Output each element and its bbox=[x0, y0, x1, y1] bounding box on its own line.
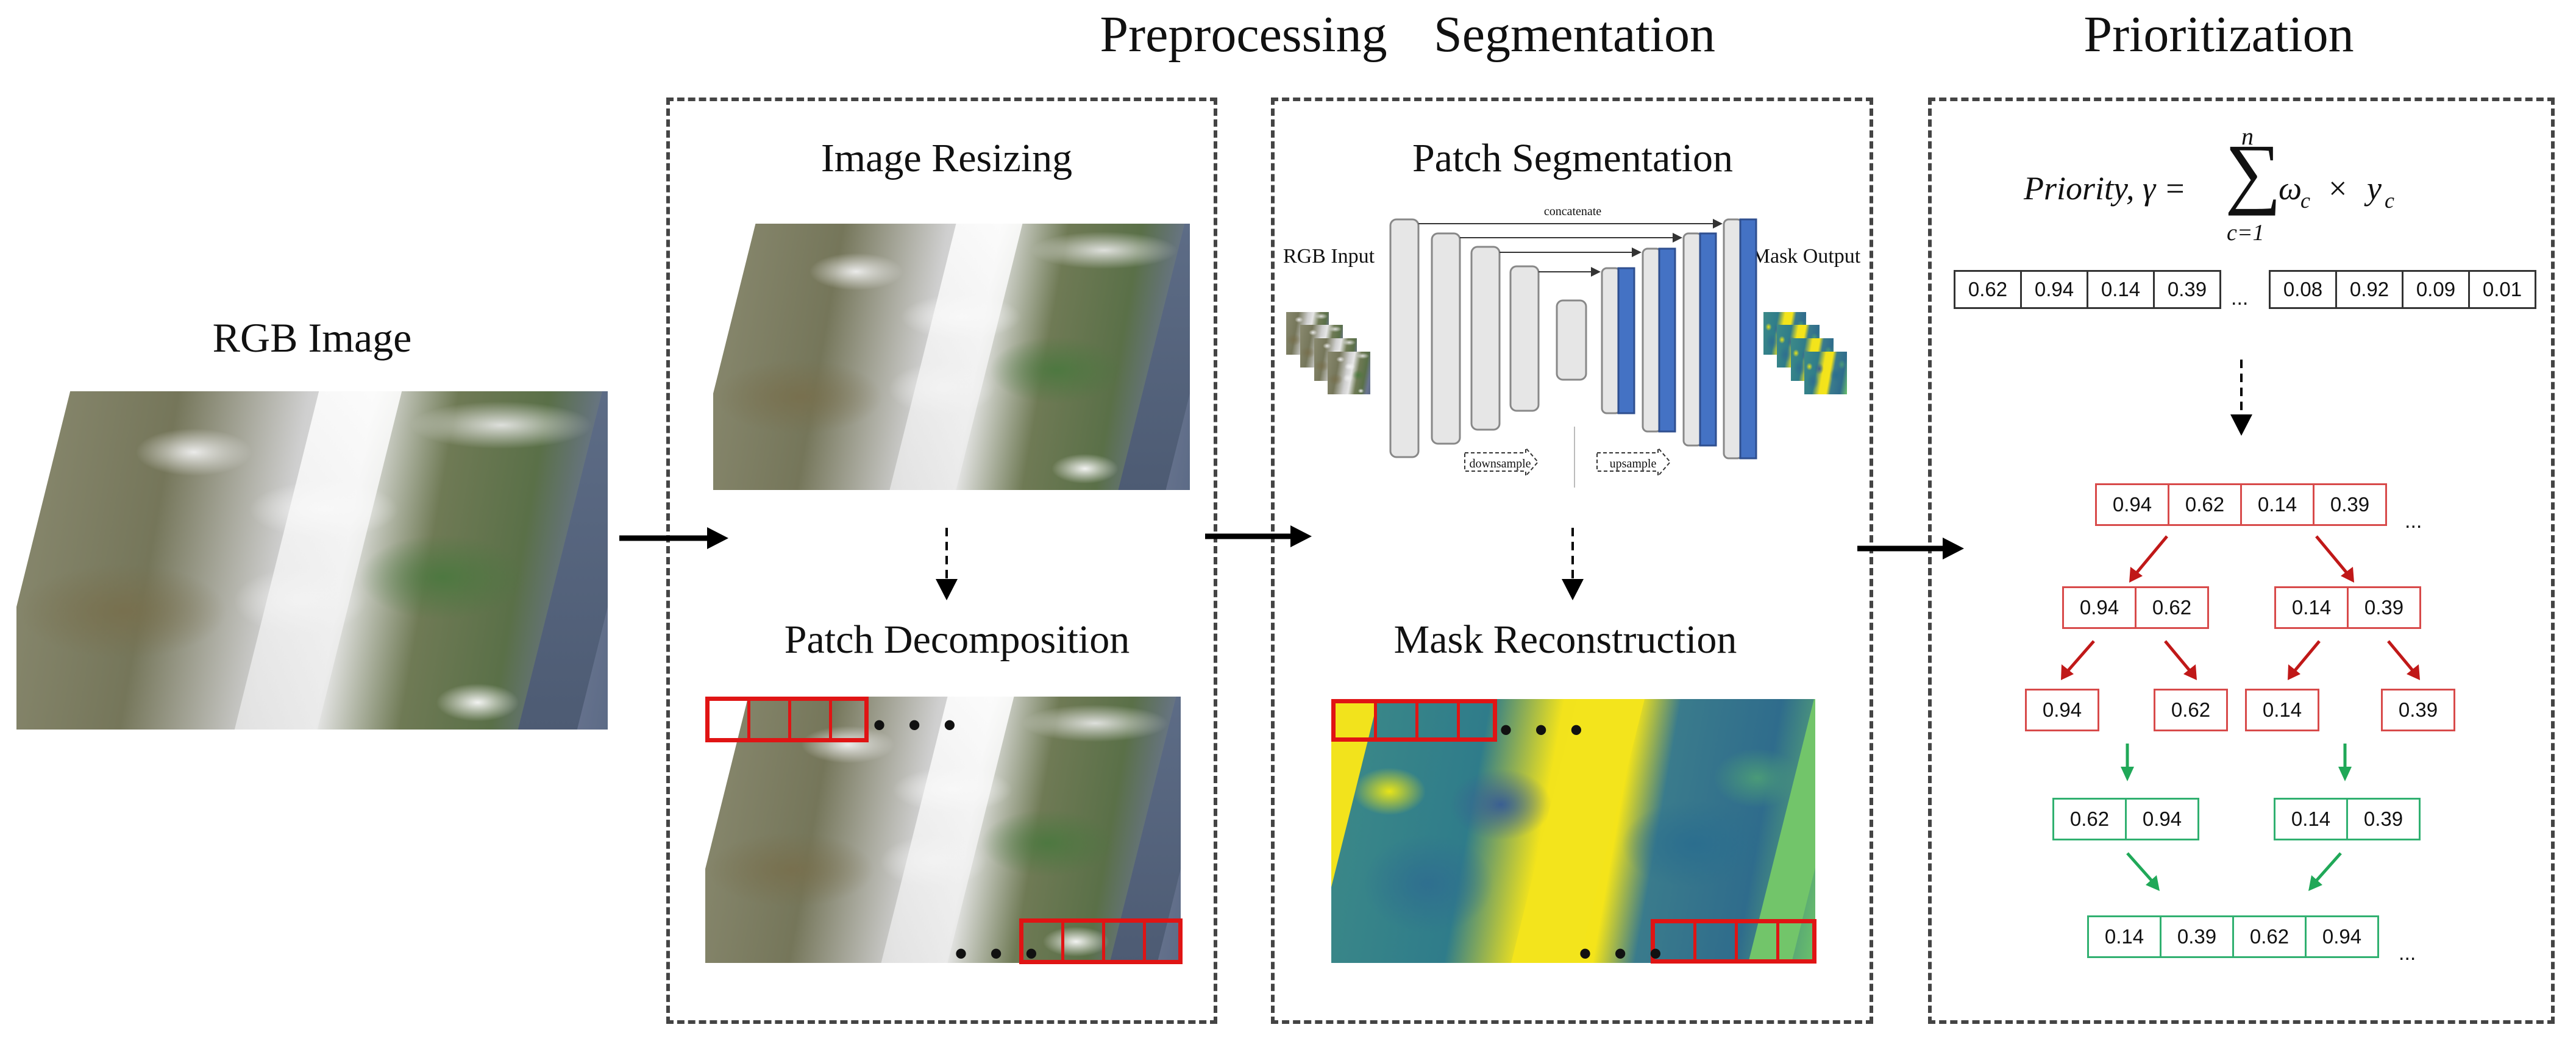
mask-reconstruction-label: Mask Reconstruction bbox=[1393, 617, 1737, 662]
sort-cell: 0.94 bbox=[2062, 586, 2137, 629]
patch-segmentation-label: Patch Segmentation bbox=[1412, 136, 1734, 180]
preprocessing-panel bbox=[666, 98, 1217, 1024]
image-resizing-label: Image Resizing bbox=[820, 136, 1073, 180]
level1-ellipsis: ... bbox=[2405, 510, 2422, 533]
rgb-satellite-image bbox=[16, 391, 608, 730]
upsample-arrow bbox=[1596, 446, 1671, 478]
level5-ellipsis: ... bbox=[2399, 942, 2416, 965]
merge-cell: 0.39 bbox=[2346, 798, 2421, 840]
mask-output-label: Mask Output bbox=[1751, 245, 1861, 268]
merge-cell: 0.62 bbox=[2232, 915, 2307, 958]
reconstructed-mask bbox=[1331, 699, 1815, 963]
mask-patch-grid-bottom bbox=[1651, 919, 1816, 964]
formula-lhs: Priority, γ = bbox=[2024, 170, 2186, 207]
formula-times: × bbox=[2329, 170, 2347, 207]
encoder-block-1 bbox=[1389, 218, 1420, 458]
score-cell: 0.14 bbox=[2087, 270, 2155, 309]
formula-sum-top: n bbox=[2241, 123, 2254, 150]
merge-arrow-3 bbox=[2126, 852, 2153, 882]
sort-cell: 0.14 bbox=[2245, 689, 2319, 731]
concatenate-label: concatenate bbox=[1543, 205, 1602, 218]
decoder-blue-4 bbox=[1739, 218, 1757, 460]
split-arrow-2 bbox=[2315, 535, 2348, 574]
preprocessing-title: Preprocessing bbox=[1100, 6, 1387, 63]
sum-symbol: ∑ bbox=[2225, 129, 2282, 216]
merge-cell: 0.39 bbox=[2160, 915, 2234, 958]
patch-ellipsis-top: • • • bbox=[873, 705, 962, 745]
score-cell: 0.08 bbox=[2269, 270, 2337, 309]
patch-decomposition-label: Patch Decomposition bbox=[784, 617, 1130, 662]
prioritization-title: Prioritization bbox=[2083, 6, 2354, 63]
sort-cell: 0.39 bbox=[2347, 586, 2421, 629]
merge-cell: 0.94 bbox=[2305, 915, 2379, 958]
sort-cell: 0.62 bbox=[2154, 689, 2228, 731]
sort-cell: 0.14 bbox=[2274, 586, 2349, 629]
downsample-label: downsample bbox=[1469, 457, 1531, 471]
merge-cell: 0.94 bbox=[2125, 798, 2199, 840]
decoder-blue-1 bbox=[1617, 267, 1635, 414]
formula-y-sub: c bbox=[2385, 188, 2394, 213]
sort-cell: 0.94 bbox=[2095, 483, 2169, 526]
resized-image bbox=[713, 224, 1190, 490]
merge-cell: 0.14 bbox=[2087, 915, 2161, 958]
score-cell: 0.39 bbox=[2153, 270, 2221, 309]
mask-ellipsis-top: • • • bbox=[1500, 709, 1589, 750]
sort-cell: 0.39 bbox=[2313, 483, 2387, 526]
split-arrow-5 bbox=[2294, 640, 2321, 672]
split-arrow-4 bbox=[2164, 640, 2191, 672]
input-patch-4 bbox=[1328, 352, 1370, 394]
upsample-label: upsample bbox=[1609, 457, 1657, 471]
sort-cell: 0.14 bbox=[2240, 483, 2314, 526]
rgb-image-title: RGB Image bbox=[212, 314, 412, 361]
formula-omega-sub: c bbox=[2300, 188, 2310, 213]
priority-formula: Priority, γ = n ∑ c=1 ω c × y c bbox=[2024, 122, 2450, 256]
split-arrow-3 bbox=[2067, 640, 2095, 672]
sort-cell: 0.94 bbox=[2025, 689, 2099, 731]
merge-cell: 0.14 bbox=[2274, 798, 2348, 840]
encoder-block-4 bbox=[1509, 265, 1540, 412]
segmentation-title: Segmentation bbox=[1434, 6, 1715, 63]
scores-ellipsis: ... bbox=[2231, 286, 2249, 310]
score-cell: 0.01 bbox=[2468, 270, 2536, 309]
score-cell: 0.62 bbox=[1954, 270, 2022, 309]
prioritization-panel bbox=[1928, 98, 2555, 1024]
patch-grid-top bbox=[705, 697, 869, 742]
decoder-blue-3 bbox=[1699, 232, 1717, 447]
formula-y: y bbox=[2367, 170, 2382, 207]
encoder-block-2 bbox=[1431, 232, 1461, 445]
decoder-blue-2 bbox=[1658, 247, 1676, 433]
downsample-arrow bbox=[1464, 446, 1539, 478]
merge-arrow-4 bbox=[2315, 852, 2342, 882]
bottleneck-block bbox=[1556, 299, 1587, 381]
formula-omega: ω bbox=[2279, 170, 2302, 207]
encoder-block-3 bbox=[1470, 246, 1501, 431]
mask-ellipsis-bottom: • • • bbox=[1579, 933, 1668, 974]
sort-cell: 0.62 bbox=[2168, 483, 2242, 526]
mask-patch-grid-top bbox=[1331, 699, 1497, 742]
formula-sum-bottom: c=1 bbox=[2227, 220, 2265, 246]
split-arrow-1 bbox=[2135, 535, 2168, 574]
sort-cell: 0.62 bbox=[2135, 586, 2209, 629]
output-mask-4 bbox=[1804, 352, 1847, 394]
merge-cell: 0.62 bbox=[2052, 798, 2127, 840]
patch-ellipsis-bottom: • • • bbox=[955, 933, 1044, 974]
rgb-input-label: RGB Input bbox=[1283, 245, 1375, 268]
patch-grid-bottom bbox=[1019, 918, 1183, 964]
score-cell: 0.94 bbox=[2020, 270, 2088, 309]
sort-cell: 0.39 bbox=[2381, 689, 2455, 731]
segmentation-panel bbox=[1271, 98, 1873, 1024]
split-arrow-6 bbox=[2387, 640, 2414, 672]
score-cell: 0.09 bbox=[2402, 270, 2470, 309]
score-cell: 0.92 bbox=[2335, 270, 2403, 309]
